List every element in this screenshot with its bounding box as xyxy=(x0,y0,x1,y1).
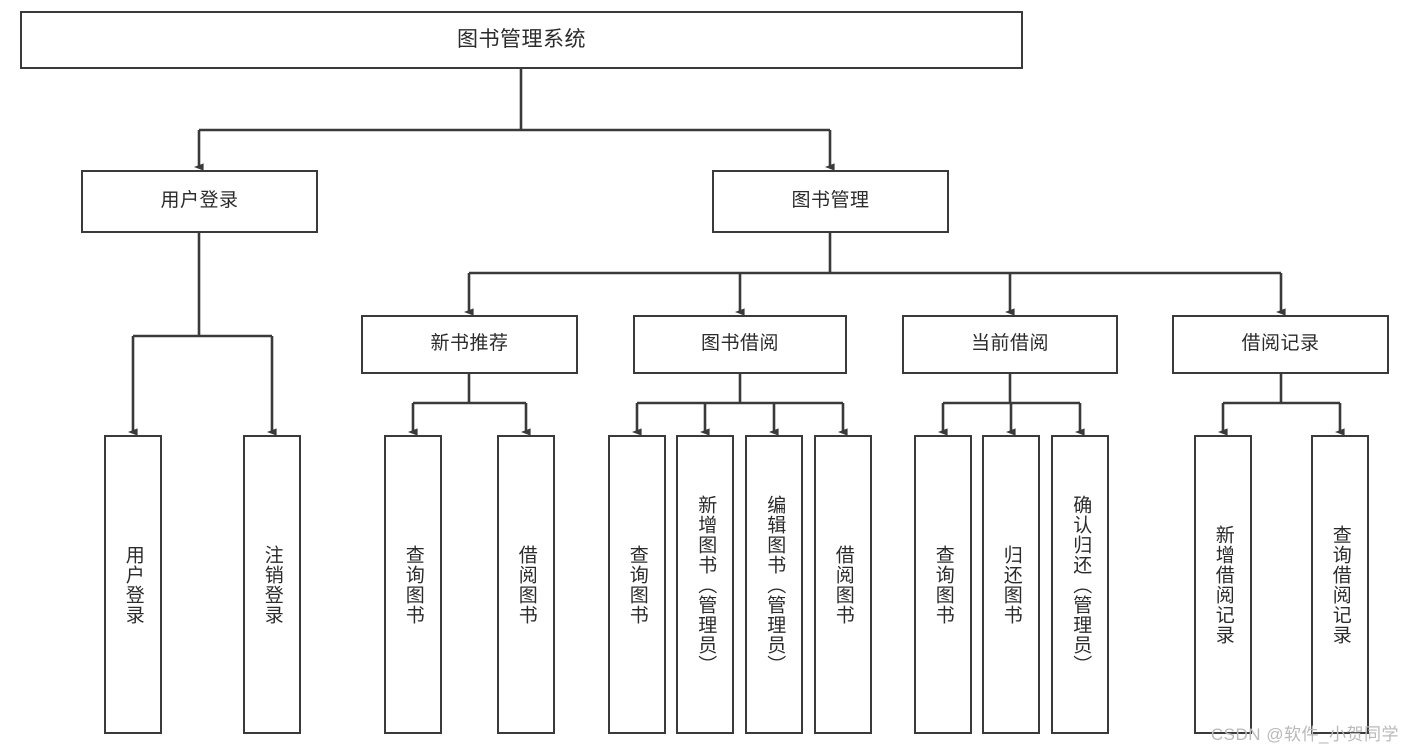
node-label: 图书管理系统 xyxy=(457,27,586,51)
node-label: 图书借阅 xyxy=(700,333,779,355)
node-label: 注销登录 xyxy=(261,544,283,625)
node-label: 图书管理 xyxy=(791,190,870,212)
node-label: 用户登录 xyxy=(160,190,239,212)
node-new-book-recommend[interactable]: 新书推荐 xyxy=(361,315,578,374)
node-root-system[interactable]: 图书管理系统 xyxy=(20,11,1023,69)
node-book-management[interactable]: 图书管理 xyxy=(712,170,949,233)
node-label: 借阅图书 xyxy=(832,544,854,625)
node-label: 借阅记录 xyxy=(1241,333,1320,355)
node-label: 确认归还（管理员） xyxy=(1070,494,1092,675)
leaf-query-book-recommend[interactable]: 查询图书 xyxy=(384,435,442,734)
node-label: 借阅图书 xyxy=(515,544,537,625)
node-user-login[interactable]: 用户登录 xyxy=(81,170,318,233)
node-label: 归还图书 xyxy=(1000,544,1022,625)
node-label: 新书推荐 xyxy=(430,333,509,355)
leaf-add-borrow-record[interactable]: 新增借阅记录 xyxy=(1194,435,1252,734)
node-label: 编辑图书（管理员） xyxy=(764,494,786,675)
leaf-query-book-current[interactable]: 查询图书 xyxy=(914,435,972,734)
node-label: 用户登录 xyxy=(122,544,144,625)
leaf-borrow-book-recommend[interactable]: 借阅图书 xyxy=(497,435,555,734)
node-current-borrow[interactable]: 当前借阅 xyxy=(902,315,1118,374)
leaf-logout[interactable]: 注销登录 xyxy=(243,435,301,734)
leaf-confirm-return-admin[interactable]: 确认归还（管理员） xyxy=(1051,435,1109,734)
node-label: 查询借阅记录 xyxy=(1329,524,1351,645)
node-label: 当前借阅 xyxy=(970,333,1049,355)
node-book-borrow[interactable]: 图书借阅 xyxy=(633,315,847,374)
node-label: 查询图书 xyxy=(402,544,424,625)
leaf-add-book-admin[interactable]: 新增图书（管理员） xyxy=(676,435,734,734)
leaf-borrow-book[interactable]: 借阅图书 xyxy=(814,435,872,734)
node-borrow-record[interactable]: 借阅记录 xyxy=(1172,315,1389,374)
node-label: 新增借阅记录 xyxy=(1212,524,1234,645)
node-label: 查询图书 xyxy=(932,544,954,625)
leaf-edit-book-admin[interactable]: 编辑图书（管理员） xyxy=(745,435,803,734)
leaf-user-login[interactable]: 用户登录 xyxy=(104,435,162,734)
watermark: CSDN @软件_小贺同学 xyxy=(1210,725,1399,744)
node-label: 新增图书（管理员） xyxy=(695,494,717,675)
node-label: 查询图书 xyxy=(626,544,648,625)
leaf-query-borrow-record[interactable]: 查询借阅记录 xyxy=(1311,435,1369,734)
leaf-return-book[interactable]: 归还图书 xyxy=(982,435,1040,734)
leaf-query-book-borrow[interactable]: 查询图书 xyxy=(608,435,666,734)
